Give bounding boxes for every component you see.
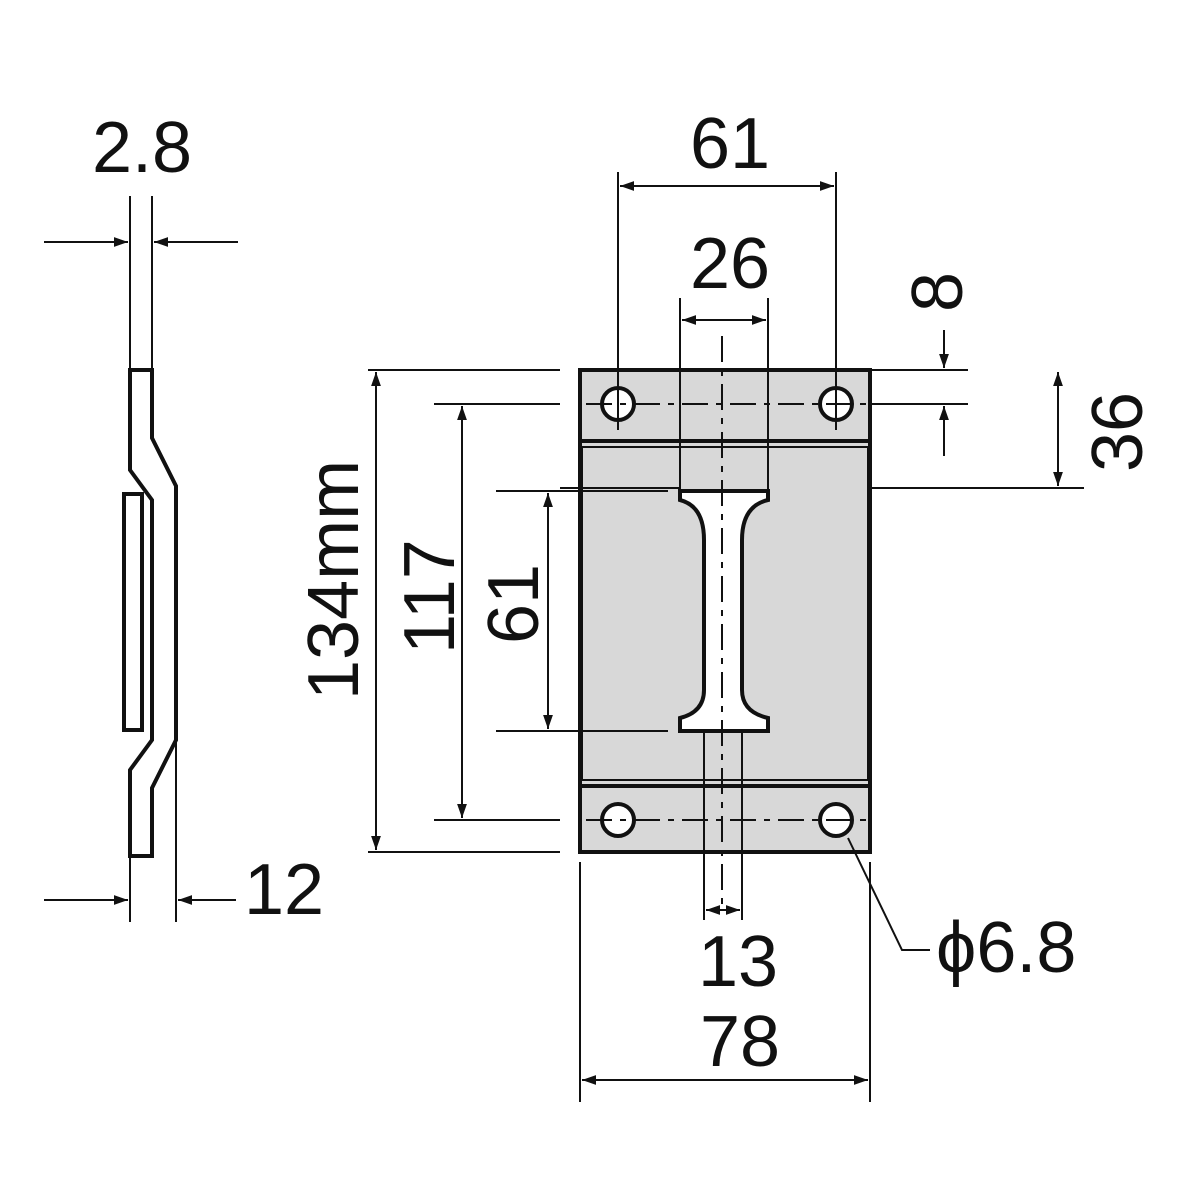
plate-recess <box>581 446 869 781</box>
side-profile-outer <box>128 368 178 858</box>
hole-diameter-label: ϕ6.8 <box>936 908 1076 988</box>
plate-outline <box>578 368 872 854</box>
side-offset-label: 12 <box>244 850 324 930</box>
slot-neck-label: 13 <box>698 922 778 1002</box>
front-view: 61 26 8 36 134mm 117 61 <box>294 104 1158 1102</box>
slot-length-label: 61 <box>474 564 554 644</box>
side-thickness-label: 2.8 <box>92 108 192 188</box>
side-flange <box>122 492 144 732</box>
top-band-label: 36 <box>1078 392 1158 472</box>
hole-spacing-label: 61 <box>690 104 770 184</box>
slot-opening <box>678 489 770 733</box>
overall-width-label: 78 <box>700 1002 780 1082</box>
top-offset-label: 8 <box>898 272 978 312</box>
slot-width-label: 26 <box>690 224 770 304</box>
hole-pitch-label: 117 <box>390 539 470 654</box>
side-view: 2.8 12 <box>44 108 324 930</box>
hole-diameter-leader <box>847 837 930 951</box>
overall-height-label: 134mm <box>294 460 374 700</box>
